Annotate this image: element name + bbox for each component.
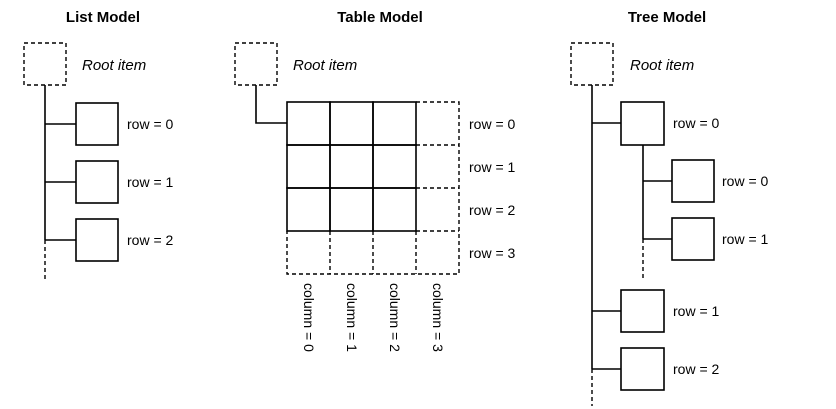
- table-column-label-3: column = 3: [430, 283, 446, 352]
- list-model: List Model Root item row = 0 row = 1 row…: [23, 9, 174, 280]
- table-root-item-box: [234, 42, 278, 86]
- list-row-box-1: [75, 160, 119, 204]
- tree-row-label-0: row = 0: [673, 115, 720, 131]
- table-cell-0-0: [286, 101, 331, 146]
- tree-row-label-2: row = 2: [673, 361, 720, 377]
- tree-child-row-label-1: row = 1: [722, 231, 769, 247]
- table-model: Table Model Root item row = 0 r: [234, 9, 516, 352]
- table-cell-1-1: [329, 144, 374, 189]
- tree-child-row-box-1: [671, 217, 715, 261]
- table-cell-2-0: [286, 187, 331, 232]
- tree-model-title: Tree Model: [628, 9, 706, 26]
- tree-root-item-box: [570, 42, 614, 86]
- table-row-label-1: row = 1: [469, 159, 516, 175]
- list-model-title: List Model: [66, 9, 140, 26]
- list-row-label-0: row = 0: [127, 116, 174, 132]
- list-row-label-2: row = 2: [127, 232, 174, 248]
- tree-row-box-2: [620, 347, 665, 391]
- list-row-label-1: row = 1: [127, 174, 174, 190]
- table-column-label-2: column = 2: [387, 283, 403, 352]
- table-column-label-1: column = 1: [344, 283, 360, 352]
- table-cell-0-1: [329, 101, 374, 146]
- list-root-item-box: [23, 42, 67, 86]
- table-dashed-cells: [286, 101, 460, 275]
- table-row-label-0: row = 0: [469, 116, 516, 132]
- table-row-label-3: row = 3: [469, 245, 516, 261]
- tree-row-label-1: row = 1: [673, 303, 720, 319]
- table-row-label-2: row = 2: [469, 202, 516, 218]
- tree-child-row-label-0: row = 0: [722, 173, 769, 189]
- tree-row-box-0: [620, 101, 665, 146]
- table-model-title: Table Model: [337, 9, 423, 26]
- tree-root-item-label: Root item: [630, 57, 694, 74]
- table-cell-0-2: [372, 101, 417, 146]
- list-row-box-0: [75, 102, 119, 146]
- table-dashed-outline: [286, 101, 460, 275]
- table-root-item-label: Root item: [293, 57, 357, 74]
- table-cell-1-0: [286, 144, 331, 189]
- table-solid-cells: [286, 101, 417, 232]
- table-cell-2-1: [329, 187, 374, 232]
- table-root-connector: [255, 85, 287, 124]
- table-cell-1-2: [372, 144, 417, 189]
- tree-model: Tree Model Root item row = 0 row = 0 row…: [570, 9, 769, 406]
- list-row-box-2: [75, 218, 119, 262]
- table-cell-2-2: [372, 187, 417, 232]
- list-root-item-label: Root item: [82, 57, 146, 74]
- tree-row-box-1: [620, 289, 665, 333]
- table-column-label-0: column = 0: [301, 283, 317, 352]
- tree-child-row-box-0: [671, 159, 715, 203]
